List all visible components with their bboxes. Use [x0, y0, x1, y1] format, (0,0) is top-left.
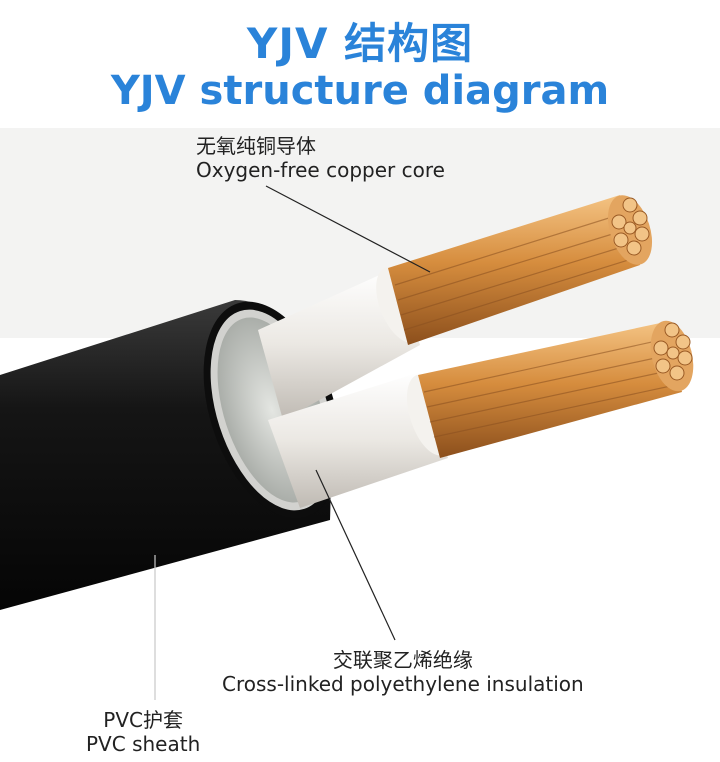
upper-conductor	[258, 195, 653, 420]
label-copper-core-en: Oxygen-free copper core	[196, 158, 445, 182]
diagram-title-english: YJV structure diagram	[110, 68, 610, 114]
lower-conductor	[268, 320, 694, 508]
label-pvc-sheath: PVC护套 PVC sheath	[86, 708, 200, 756]
leader-line-insulation	[315, 469, 396, 641]
label-copper-core-cn: 无氧纯铜导体	[196, 134, 316, 158]
label-insulation-cn: 交联聚乙烯绝缘	[332, 648, 473, 672]
label-pvc-sheath-en: PVC sheath	[86, 732, 201, 756]
diagram-title-chinese: YJV 结构图	[246, 19, 474, 68]
label-insulation-en: Cross-linked polyethylene insulation	[222, 672, 584, 696]
leader-line-core	[265, 185, 431, 273]
label-copper-core: 无氧纯铜导体 Oxygen-free copper core	[196, 134, 445, 182]
label-pvc-sheath-cn: PVC护套	[103, 708, 183, 732]
label-insulation: 交联聚乙烯绝缘 Cross-linked polyethylene insula…	[222, 648, 584, 696]
